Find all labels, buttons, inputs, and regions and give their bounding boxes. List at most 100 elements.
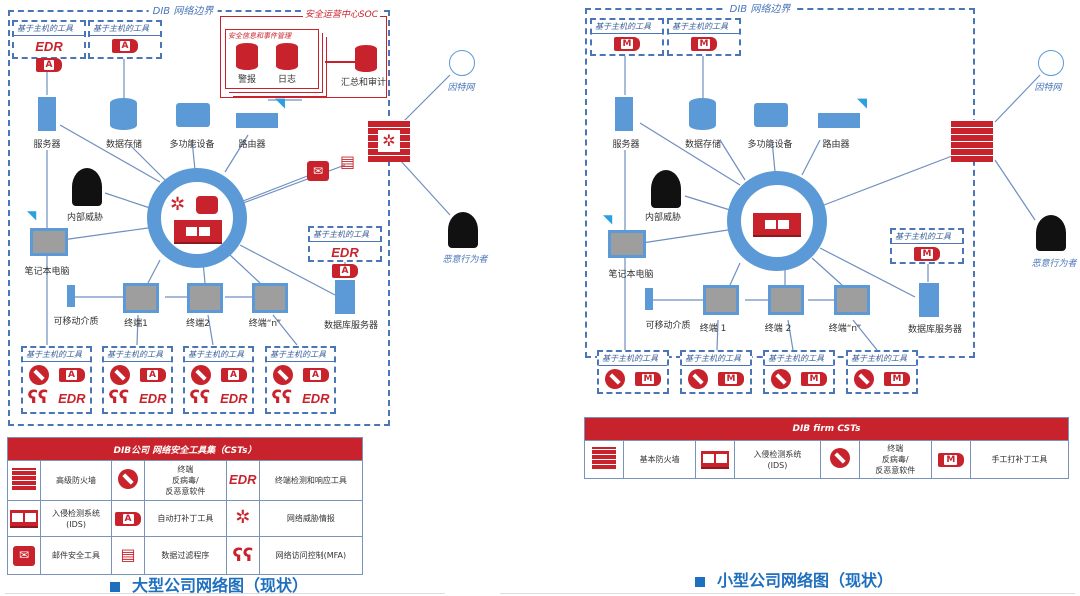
wifi-icon: ◥ — [857, 96, 867, 111]
cst-table-title: DIB公司 网络安全工具集（CSTs） — [7, 437, 363, 461]
cst-label: 入侵检测系统 (IDS) — [39, 500, 113, 537]
no-entry-icon — [28, 365, 49, 385]
data-storage-label: 数据存储 — [105, 140, 143, 150]
edr-icon: EDR — [35, 39, 63, 54]
manual-patch-icon: M — [614, 37, 640, 51]
cst-label: 入侵检测系统 (IDS) — [734, 440, 821, 479]
mfd-label: 多功能设备 — [169, 140, 215, 150]
terminal-2-icon — [187, 283, 223, 313]
no-entry-icon — [771, 369, 791, 389]
cst-label: 数据过滤程序 — [144, 536, 227, 575]
laptop-label: 笔记本电脑 — [608, 270, 654, 280]
no-entry-icon — [854, 369, 874, 389]
laptop-icon — [30, 228, 68, 256]
auto-patch-icon: A — [58, 368, 85, 382]
no-entry-icon — [688, 369, 708, 389]
scroll-icon: ▤ — [111, 536, 146, 575]
terminal-2-icon — [768, 285, 804, 315]
laptop-label: 笔记本电脑 — [24, 267, 70, 277]
host-tool-box-storage: 基于主机的工具 M — [667, 18, 741, 56]
internet-label: 因特网 — [1034, 83, 1062, 93]
auto-patch-icon: A — [36, 58, 62, 72]
server-icon — [615, 97, 633, 131]
alerts-label: 警报 — [238, 75, 257, 85]
cst-table-title: DIB firm CSTs — [584, 417, 1069, 441]
terminal-n-label: 终端“n” — [248, 319, 282, 329]
db-server-label: 数据库服务器 — [907, 325, 963, 335]
host-tool-box-server: 基于主机的工具 M — [590, 18, 664, 56]
large-caption-text: 大型公司网络图（现状） — [132, 576, 309, 595]
no-entry-icon — [605, 369, 625, 389]
mfa-icon: ʕʕ — [27, 387, 49, 408]
manual-patch-icon: M — [635, 372, 661, 386]
terminal-1-icon — [123, 283, 159, 313]
large-caption: 大型公司网络图（现状） — [110, 572, 308, 596]
soc-link — [325, 61, 357, 63]
host-tool-box-storage: 基于主机的工具 A — [88, 20, 162, 59]
cst-label: 网络威胁情报 — [258, 500, 364, 537]
insider-label: 内部威胁 — [644, 213, 682, 223]
mfa-lock-icon — [196, 196, 218, 214]
manual-patch-icon: M — [718, 372, 744, 386]
small-caption-text: 小型公司网络图（现状） — [717, 571, 894, 590]
insider-label: 内部威胁 — [66, 213, 104, 223]
threat-intel-bug-icon: ✲ — [170, 194, 186, 215]
cst-label: 邮件安全工具 — [39, 536, 113, 575]
terminal-1-label: 终端1 — [124, 319, 148, 329]
printer-icon — [754, 103, 788, 127]
server-label: 服务器 — [612, 140, 640, 150]
no-entry-icon — [190, 365, 211, 385]
data-storage-label: 数据存储 — [684, 140, 722, 150]
boundary-title: DIB 网络边界 — [148, 2, 218, 17]
terminal-1-icon — [703, 285, 739, 315]
small-caption: 小型公司网络图（现状） — [695, 567, 893, 591]
laptop-icon — [608, 230, 646, 258]
host-tool-box-terminal-1: 基于主机的工具 M — [680, 350, 752, 394]
cst-label: 终端 反病毒/ 反恶意软件 — [858, 440, 932, 479]
logs-label: 日志 — [278, 75, 297, 85]
edr-icon: EDR — [220, 390, 248, 406]
boundary-title: DIB 网络边界 — [725, 0, 795, 15]
host-tool-box-terminal-2: 基于主机的工具 M — [763, 350, 835, 394]
bullet-square-icon — [110, 581, 120, 592]
server-icon — [38, 97, 56, 131]
auto-patch-icon: A — [302, 368, 329, 382]
manual-patch-icon: M — [884, 372, 910, 386]
cst-label: 终端检测和响应工具 — [258, 460, 364, 501]
router-label: 路由器 — [238, 140, 266, 150]
removable-media-label: 可移动介质 — [645, 321, 691, 331]
usb-drive-icon — [645, 288, 653, 310]
cst-label: 网络访问控制(MFA) — [258, 536, 364, 575]
logs-db-icon — [276, 43, 298, 70]
router-icon — [236, 113, 278, 128]
bullet-square-icon — [695, 576, 705, 587]
bug-icon: ✲ — [225, 500, 260, 537]
data-storage-icon — [110, 98, 137, 130]
cst-label: 自动打补丁工具 — [144, 500, 227, 537]
cst-label: 基本防火墙 — [622, 440, 697, 479]
edr-icon: EDR — [225, 460, 260, 501]
edr-icon: EDR — [302, 390, 330, 406]
firewall-icon — [7, 460, 41, 501]
alerts-db-icon — [236, 43, 258, 70]
wifi-icon: ◥ — [603, 212, 613, 226]
cst-label: 高级防火墙 — [39, 460, 113, 501]
mfd-label: 多功能设备 — [747, 140, 793, 150]
manual-patch-icon: M — [930, 440, 971, 479]
firewall-icon — [951, 120, 993, 162]
internet-globe-icon — [449, 50, 475, 76]
malicious-actor-icon — [448, 212, 478, 248]
mfa-icon: ʕʕ — [225, 536, 260, 575]
mfa-icon: ʕʕ — [108, 387, 130, 408]
siem-box: 安全信息和事件管理 警报 日志 — [225, 29, 319, 89]
mfa-icon: ʕʕ — [189, 387, 211, 408]
soc-title: 安全运营中心SOC — [302, 7, 380, 20]
large-cst-table: DIB公司 网络安全工具集（CSTs） 高级防火墙 终端 反病毒/ 反恶意软件 … — [7, 437, 364, 575]
malicious-actor-icon — [1036, 215, 1066, 251]
usb-drive-icon — [67, 285, 75, 307]
